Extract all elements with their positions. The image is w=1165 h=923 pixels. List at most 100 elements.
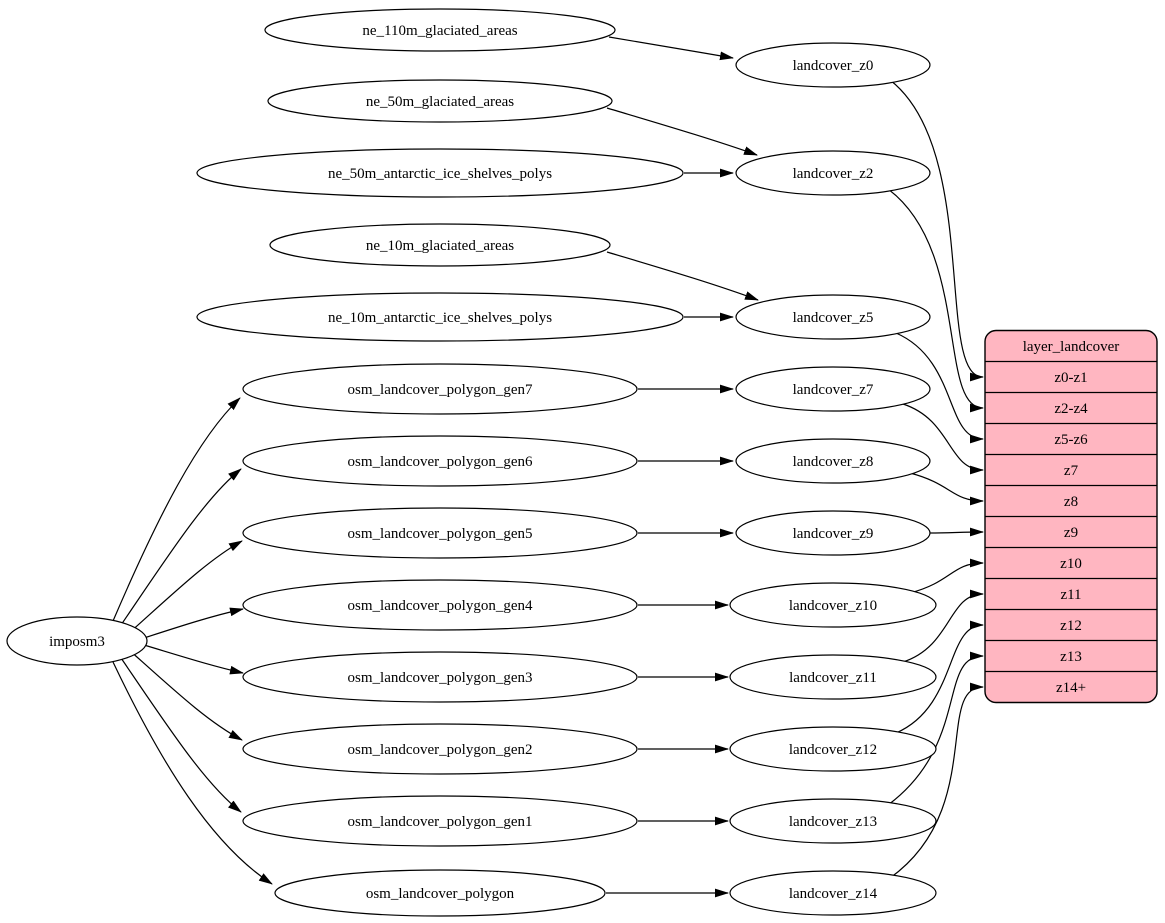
node-label: landcover_z0 bbox=[793, 58, 874, 74]
edge-landcover-z13-row-z13 bbox=[887, 651, 984, 806]
record-row-label: z11 bbox=[1060, 587, 1081, 603]
ellipse-shape bbox=[269, 223, 611, 267]
record-title: layer_landcover bbox=[1023, 339, 1120, 355]
edge-landcover-z8-row-z8 bbox=[909, 472, 984, 506]
node-label: osm_landcover_polygon_gen2 bbox=[348, 742, 533, 758]
edge-imposm3-osm-landcover-polygon-gen1 bbox=[118, 654, 242, 813]
node-imposm3: imposm3 bbox=[6, 616, 148, 666]
edge-ne-50m-glaciated-areas-landcover-z2 bbox=[606, 107, 758, 156]
record-row-label: z7 bbox=[1064, 463, 1079, 479]
node-label: osm_landcover_polygon_gen1 bbox=[348, 814, 533, 830]
edge-landcover-z5-row-z5-z6 bbox=[895, 332, 984, 444]
record-row-label: z9 bbox=[1064, 525, 1078, 541]
edge-landcover-z9-row-z9 bbox=[929, 527, 984, 537]
node-osm-landcover-polygon: osm_landcover_polygon bbox=[274, 869, 606, 917]
node-label: landcover_z9 bbox=[793, 526, 874, 542]
ellipse-shape bbox=[242, 579, 638, 631]
node-osm-landcover-polygon-gen7: osm_landcover_polygon_gen7 bbox=[242, 363, 638, 415]
edge-imposm3-osm-landcover-polygon-gen3 bbox=[143, 644, 244, 675]
node-osm-landcover-polygon-gen2: osm_landcover_polygon_gen2 bbox=[242, 723, 638, 775]
node-label: osm_landcover_polygon bbox=[366, 886, 515, 902]
ellipse-shape bbox=[196, 148, 684, 198]
node-label: ne_10m_glaciated_areas bbox=[366, 238, 514, 254]
ellipse-shape bbox=[242, 435, 638, 487]
node-osm-landcover-polygon-gen5: osm_landcover_polygon_gen5 bbox=[242, 507, 638, 559]
node-landcover-z14: landcover_z14 bbox=[729, 870, 937, 916]
node-label: landcover_z10 bbox=[789, 598, 877, 614]
ellipse-shape bbox=[267, 79, 613, 123]
node-landcover-z7: landcover_z7 bbox=[735, 366, 931, 412]
node-osm-landcover-polygon-gen6: osm_landcover_polygon_gen6 bbox=[242, 435, 638, 487]
ellipse-shape bbox=[735, 294, 931, 340]
node-label: ne_50m_glaciated_areas bbox=[366, 94, 514, 110]
edge-landcover-z14-row-z14plus bbox=[889, 682, 984, 879]
node-osm-landcover-polygon-gen3: osm_landcover_polygon_gen3 bbox=[242, 651, 638, 703]
record-row-label: z8 bbox=[1064, 494, 1078, 510]
ellipse-shape bbox=[735, 438, 931, 484]
node-landcover-z12: landcover_z12 bbox=[729, 726, 937, 772]
node-label: landcover_z7 bbox=[793, 382, 874, 398]
edge-landcover-z2-row-z2-z4 bbox=[887, 188, 984, 413]
node-label: landcover_z2 bbox=[793, 166, 874, 182]
ellipse-shape bbox=[242, 795, 638, 847]
ellipse-shape bbox=[735, 366, 931, 412]
record-row-label: z13 bbox=[1060, 649, 1082, 665]
edge-imposm3-osm-landcover-polygon-gen2 bbox=[127, 648, 243, 741]
ellipse-shape bbox=[735, 42, 931, 88]
ellipse-shape bbox=[729, 798, 937, 844]
edge-imposm3-osm-landcover-polygon bbox=[112, 661, 273, 885]
node-landcover-z5: landcover_z5 bbox=[735, 294, 931, 340]
ellipse-shape bbox=[264, 8, 616, 52]
ellipse-shape bbox=[729, 582, 937, 628]
node-landcover-z9: landcover_z9 bbox=[735, 510, 931, 556]
edge-imposm3-osm-landcover-polygon-gen6 bbox=[118, 468, 242, 629]
node-ne-50m-antarctic-ice-shelves-polys: ne_50m_antarctic_ice_shelves_polys bbox=[196, 148, 684, 198]
ellipse-shape bbox=[196, 292, 684, 342]
edge-imposm3-osm-landcover-polygon-gen4 bbox=[143, 607, 244, 639]
node-label: osm_landcover_polygon_gen6 bbox=[348, 454, 533, 470]
record-row-label: z14+ bbox=[1056, 680, 1086, 696]
node-landcover-z0: landcover_z0 bbox=[735, 42, 931, 88]
ellipse-shape bbox=[729, 870, 937, 916]
node-label: landcover_z5 bbox=[793, 310, 874, 326]
node-landcover-z2: landcover_z2 bbox=[735, 150, 931, 196]
edge-ne-110m-glaciated-areas-landcover-z0 bbox=[608, 36, 734, 61]
edge-imposm3-osm-landcover-polygon-gen5 bbox=[127, 540, 243, 635]
node-landcover-z10: landcover_z10 bbox=[729, 582, 937, 628]
edge-ne-10m-glaciated-areas-landcover-z5 bbox=[606, 251, 759, 301]
ellipse-shape bbox=[242, 507, 638, 559]
node-ne-10m-glaciated-areas: ne_10m_glaciated_areas bbox=[269, 223, 611, 267]
edge-landcover-z12-row-z12 bbox=[895, 620, 984, 734]
edge-landcover-z7-row-z7 bbox=[902, 403, 984, 475]
ellipse-shape bbox=[242, 723, 638, 775]
node-ne-50m-glaciated-areas: ne_50m_glaciated_areas bbox=[267, 79, 613, 123]
ellipse-shape bbox=[6, 616, 148, 666]
record-row-label: z2-z4 bbox=[1054, 401, 1088, 417]
record-row-label: z5-z6 bbox=[1054, 432, 1088, 448]
edge-group bbox=[112, 36, 984, 898]
edge-landcover-z11-row-z11 bbox=[902, 589, 984, 663]
node-label: landcover_z13 bbox=[789, 814, 877, 830]
ellipse-shape bbox=[735, 510, 931, 556]
record-row-label: z10 bbox=[1060, 556, 1082, 572]
node-label: imposm3 bbox=[49, 634, 105, 650]
node-label: osm_landcover_polygon_gen5 bbox=[348, 526, 533, 542]
ellipse-shape bbox=[735, 150, 931, 196]
node-ne-10m-antarctic-ice-shelves-polys: ne_10m_antarctic_ice_shelves_polys bbox=[196, 292, 684, 342]
node-label: landcover_z8 bbox=[793, 454, 874, 470]
node-label: osm_landcover_polygon_gen3 bbox=[348, 670, 533, 686]
edge-landcover-z10-row-z10 bbox=[909, 558, 984, 594]
node-ne-110m-glaciated-areas: ne_110m_glaciated_areas bbox=[264, 8, 616, 52]
ellipse-shape bbox=[242, 363, 638, 415]
node-layer-landcover: layer_landcover z0-z1 z2-z4 z5-z6 z7 z8 … bbox=[984, 329, 1158, 704]
node-label: landcover_z14 bbox=[789, 886, 878, 902]
node-label: ne_50m_antarctic_ice_shelves_polys bbox=[328, 166, 552, 182]
record-row-label: z0-z1 bbox=[1054, 370, 1087, 386]
node-label: osm_landcover_polygon_gen4 bbox=[348, 598, 533, 614]
node-label: osm_landcover_polygon_gen7 bbox=[348, 382, 533, 398]
node-osm-landcover-polygon-gen1: osm_landcover_polygon_gen1 bbox=[242, 795, 638, 847]
ellipse-shape bbox=[242, 651, 638, 703]
edge-landcover-z0-row-z0-z1 bbox=[889, 79, 984, 382]
